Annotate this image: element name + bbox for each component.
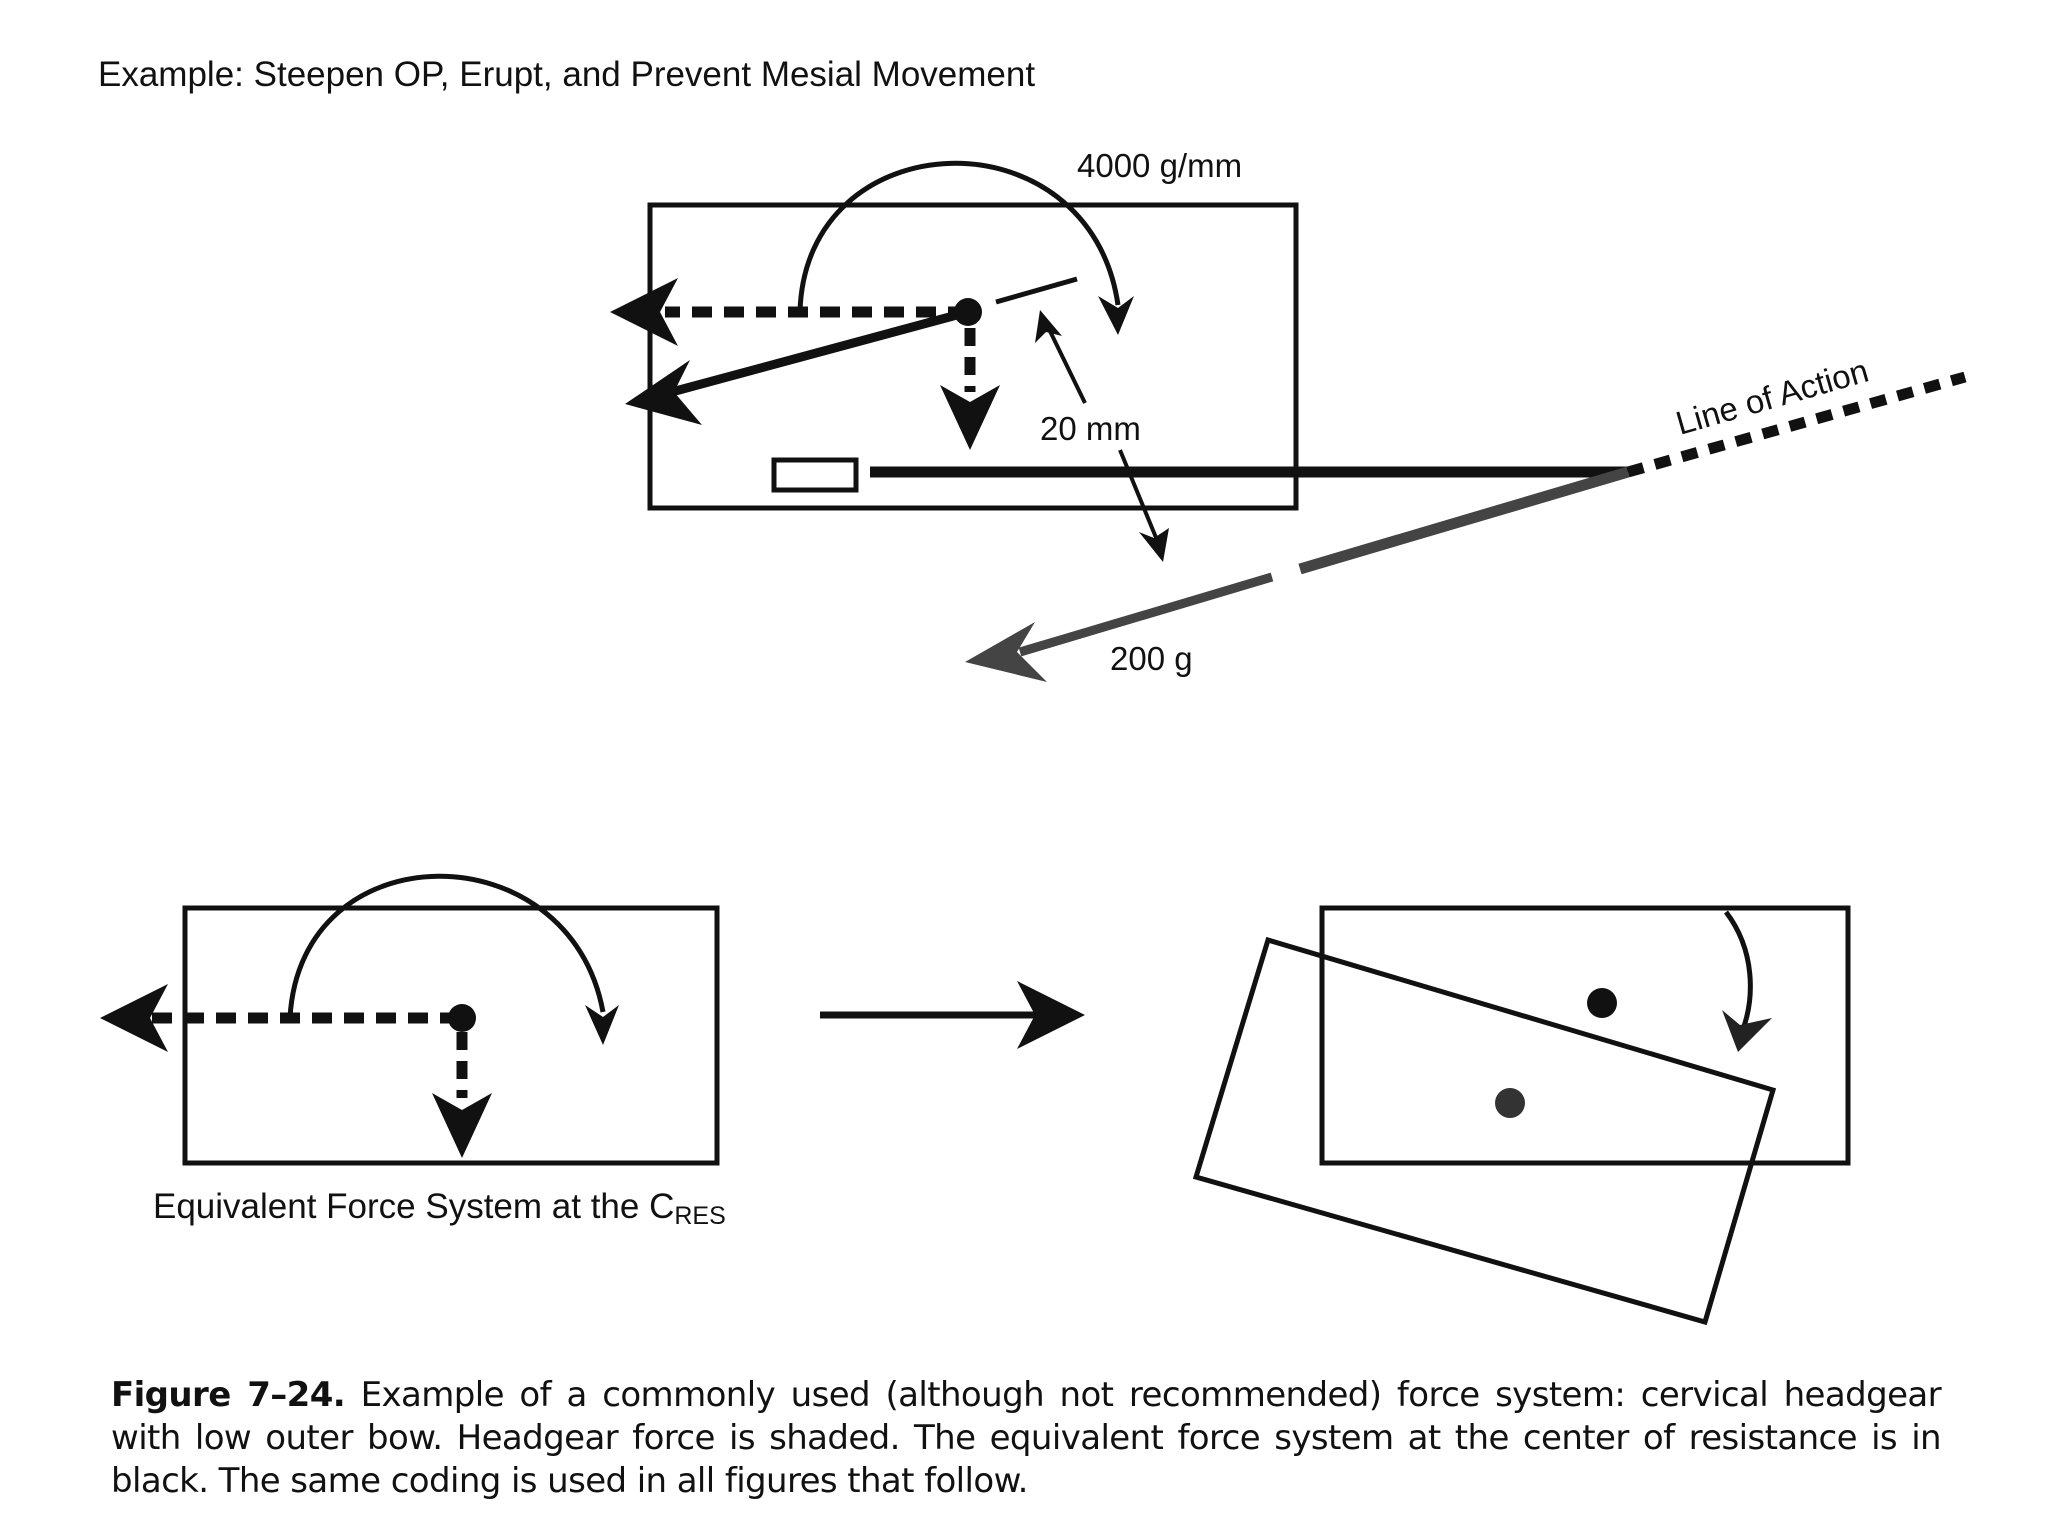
- equivalent-tooth-rect: [182, 905, 720, 1166]
- moment-label: 4000 g/mm: [1077, 147, 1242, 184]
- equivalent-vertical-arrowhead: [432, 1093, 492, 1158]
- perpendicular-segment: [995, 276, 1078, 305]
- figure-number: Figure 7–24.: [111, 1375, 346, 1415]
- force-label: 200 g: [1110, 640, 1193, 677]
- line-of-action: [1626, 371, 1967, 478]
- rotated-tooth-outline: [1192, 936, 1777, 1326]
- top-diagram: 4000 g/mm 20 mm 200 g Line of Action: [610, 147, 1967, 682]
- headgear-force-segment-1: [1298, 466, 1630, 575]
- rotated-center-dot: [1495, 1088, 1525, 1118]
- figure-heading: Example: Steepen OP, Erupt, and Prevent …: [98, 55, 1035, 94]
- rotation-arrowhead: [1722, 1010, 1772, 1052]
- result-diagram: [1192, 905, 1851, 1326]
- distance-pointer-down-head: [1139, 528, 1169, 562]
- top-horizontal-arrowhead: [610, 278, 678, 346]
- top-moment-arrowhead: [1098, 296, 1134, 335]
- equivalent-moment-arrowhead: [585, 1005, 619, 1045]
- equivalent-system-diagram: Equivalent Force System at the CRES: [100, 873, 726, 1230]
- rotation-arc: [1724, 910, 1753, 1033]
- equivalent-label-main: Equivalent Force System at the C: [153, 1187, 674, 1226]
- equivalent-label-subscript: RES: [674, 1202, 725, 1230]
- distance-label: 20 mm: [1040, 410, 1141, 447]
- headgear-tube: [771, 457, 859, 493]
- top-resultant-arrowhead: [625, 360, 702, 425]
- transition-arrow: [820, 981, 1085, 1049]
- top-center-dot: [954, 298, 982, 326]
- distance-pointer-down: [1118, 449, 1159, 541]
- top-moment-arc: [797, 160, 1121, 313]
- equivalent-horizontal-arrowhead: [100, 984, 168, 1052]
- transition-arrowhead: [1017, 981, 1085, 1049]
- headgear-force-segment-2: [1018, 572, 1274, 657]
- top-tooth-rect: [647, 202, 1299, 511]
- original-position-rect: [1319, 905, 1851, 1166]
- top-resultant-force: [666, 307, 970, 398]
- distance-pointer-up-head: [1035, 310, 1062, 343]
- equivalent-center-dot: [448, 1004, 476, 1032]
- original-center-dot: [1587, 988, 1617, 1018]
- equivalent-moment-arc: [287, 873, 606, 1019]
- distance-pointer-up: [1046, 326, 1087, 404]
- headgear-force-arrowhead: [965, 622, 1047, 682]
- caption-text: Example of a commonly used (although not…: [111, 1375, 1942, 1501]
- figure-caption: Figure 7–24. Example of a commonly used …: [111, 1374, 1942, 1503]
- top-vertical-arrowhead: [940, 385, 1000, 450]
- equivalent-label: Equivalent Force System at the CRES: [153, 1187, 726, 1230]
